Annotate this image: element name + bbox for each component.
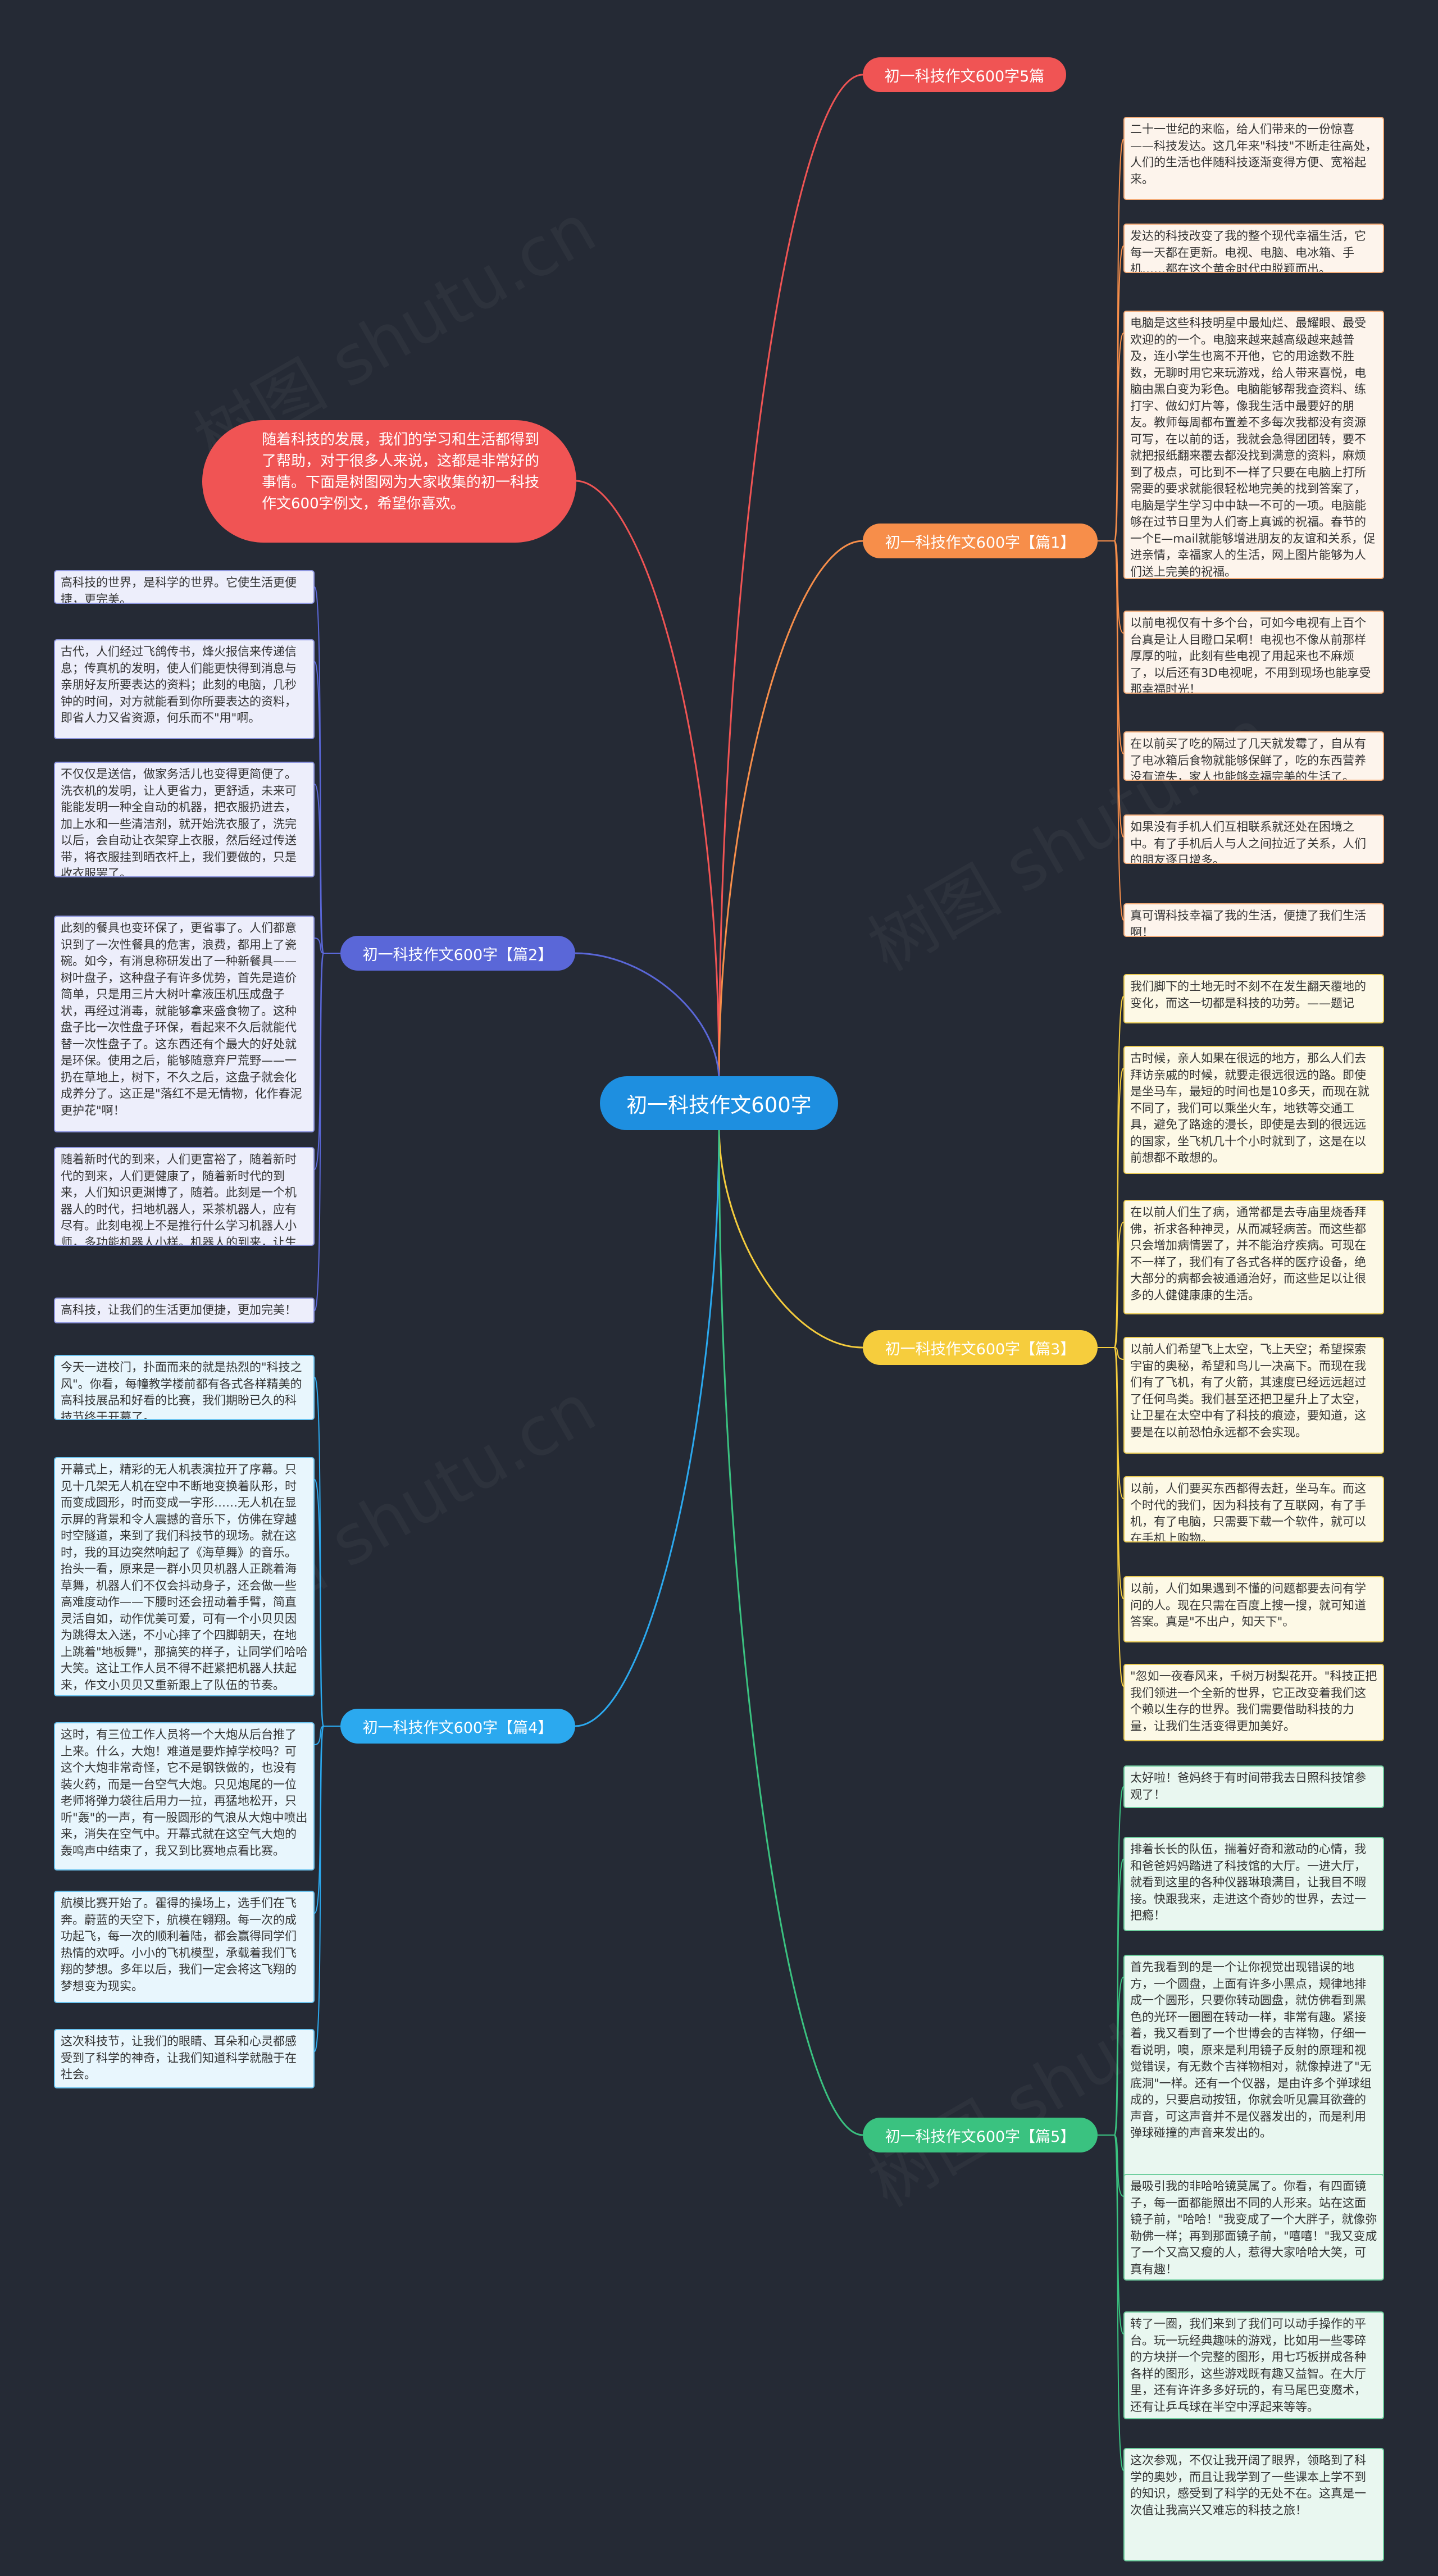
- leaf-note[interactable]: 高科技的世界，是科学的世界。它使生活更便捷，更完美。: [54, 570, 315, 604]
- branch-topic[interactable]: 初一科技作文600字【篇1】: [863, 524, 1098, 558]
- leaf-connector: [1098, 1347, 1124, 1599]
- branch-connector: [718, 1125, 863, 2136]
- leaf-connector: [1098, 2134, 1124, 2471]
- leaf-connector: [1098, 1977, 1124, 2136]
- leaf-note[interactable]: 以前，人们如果遇到不懂的问题都要去问有学问的人。现在只需在百度上搜一搜，就可知道…: [1123, 1576, 1384, 1642]
- branch-connector: [718, 540, 863, 1081]
- leaf-note[interactable]: 真可谓科技幸福了我的生活，便捷了我们生活啊！: [1123, 903, 1384, 937]
- leaf-note[interactable]: 随着新时代的到来，人们更富裕了，随着新时代的到来，人们更健康了，随着新时代的到来…: [54, 1147, 315, 1246]
- leaf-note[interactable]: 太好啦！爸妈终于有时间带我去日照科技馆参观了！: [1123, 1765, 1384, 1808]
- leaf-connector: [1098, 540, 1124, 754]
- branch-topic[interactable]: 初一科技作文600字【篇3】: [863, 1330, 1098, 1365]
- leaf-note[interactable]: 最吸引我的非哈哈镜莫属了。你看，有四面镜子，每一面都能照出不同的人形来。站在这面…: [1123, 2174, 1384, 2281]
- leaf-note[interactable]: 开幕式上，精彩的无人机表演拉开了序幕。只见十几架无人机在空中不断地变换着队形，时…: [54, 1457, 315, 1696]
- leaf-note[interactable]: 在以前人们生了病，通常都是去寺庙里烧香拜佛，祈求各种神灵，从而减轻病苦。而这些都…: [1123, 1200, 1384, 1314]
- branch-topic[interactable]: 初一科技作文600字【篇4】: [340, 1709, 575, 1744]
- leaf-note[interactable]: 以前人们希望飞上太空，飞上天空；希望探索宇宙的奥秘，希望和鸟儿一决高下。而现在我…: [1123, 1337, 1384, 1454]
- leaf-connector: [314, 1726, 340, 1745]
- leaf-note[interactable]: 排着长长的队伍，揣着好奇和激动的心情，我和爸爸妈妈踏进了科技馆的大厅。一进大厅，…: [1123, 1837, 1384, 1931]
- leaf-connector: [314, 1377, 340, 1727]
- leaf-connector: [1098, 1786, 1124, 2136]
- branch-topic[interactable]: 初一科技作文600字【篇2】: [340, 936, 575, 971]
- branch-connector: [718, 74, 863, 1081]
- leaf-note[interactable]: 我们脚下的土地无时不刻不在发生翻天覆地的变化，而这一切都是科技的功劳。——题记: [1123, 974, 1384, 1023]
- leaf-connector: [1098, 1222, 1124, 1348]
- leaf-note[interactable]: 高科技，让我们的生活更加便捷，更加完美！: [54, 1298, 315, 1323]
- leaf-note[interactable]: 不仅仅是送信，做家务活儿也变得更简便了。洗衣机的发明，让人更省力，更舒适，未来可…: [54, 762, 315, 877]
- leaf-note[interactable]: 电脑是这些科技明星中最灿烂、最耀眼、最受欢迎的的一个。电脑来越来越高级越来越普及…: [1123, 311, 1384, 579]
- leaf-connector: [314, 784, 340, 954]
- leaf-connector: [314, 953, 340, 1170]
- leaf-note[interactable]: "忽如一夜春风来，千树万树梨花开。"科技正把我们领进一个全新的世界，它正改变着我…: [1123, 1664, 1384, 1741]
- leaf-note[interactable]: 航模比赛开始了。瞿得的操场上，选手们在飞奔。蔚蓝的天空下，航模在翱翔。每一次的成…: [54, 1891, 315, 2003]
- leaf-connector: [1098, 540, 1124, 634]
- leaf-note[interactable]: 在以前买了吃的隔过了几天就发霉了，自从有了电冰箱后食物就能够保鲜了，吃的东西营养…: [1123, 731, 1384, 781]
- leaf-connector: [1098, 2134, 1124, 2334]
- leaf-note[interactable]: 转了一圈，我们来到了我们可以动手操作的平台。玩一玩经典趣味的游戏，比如用一些零碎…: [1123, 2311, 1384, 2419]
- leaf-connector: [1098, 540, 1124, 838]
- branch-topic[interactable]: 初一科技作文600字5篇: [863, 57, 1066, 92]
- leaf-connector: [1098, 1068, 1124, 1348]
- intro-connector: [576, 480, 720, 1077]
- leaf-connector: [314, 586, 340, 954]
- leaf-note[interactable]: 二十一世纪的来临，给人们带来的一份惊喜——科技发达。这几年来"科技"不断走往高处…: [1123, 117, 1384, 200]
- leaf-note[interactable]: 这时，有三位工作人员将一个大炮从后台推了上来。什么，大炮！难道是要炸掉学校吗？可…: [54, 1722, 315, 1870]
- leaf-connector: [1098, 1347, 1124, 1360]
- leaf-connector: [314, 953, 340, 1311]
- branch-connector: [718, 1125, 863, 1349]
- leaf-connector: [1098, 139, 1124, 541]
- leaf-note[interactable]: 发达的科技改变了我的整个现代幸福生活，它每一天都在更新。电视、电脑、电冰箱、手机…: [1123, 224, 1384, 273]
- leaf-connector: [1098, 996, 1124, 1348]
- leaf-note[interactable]: 这次参观，不仅让我开阔了眼界，领略到了科学的奥妙，而且让我学到了一些课本上学不到…: [1123, 2448, 1384, 2561]
- leaf-connector: [314, 1726, 340, 2052]
- branch-connector: [575, 952, 720, 1081]
- leaf-note[interactable]: 以前电视仅有十多个台，可如今电视有上百个台真是让人目瞪口呆啊！电视也不像从前那样…: [1123, 611, 1384, 694]
- leaf-connector: [1098, 2134, 1124, 2197]
- intro-note[interactable]: 随着科技的发展，我们的学习和生活都得到了帮助，对于很多人来说，这都是非常好的事情…: [202, 420, 576, 543]
- leaf-note[interactable]: 古时候，亲人如果在很远的地方，那么人们去拜访亲戚的时候，就要走很远很远的路。即使…: [1123, 1046, 1384, 1174]
- leaf-note[interactable]: 如果没有手机人们互相联系就还处在困境之中。有了手机后人与人之间拉近了关系，人们的…: [1123, 814, 1384, 864]
- leaf-note[interactable]: 今天一进校门，扑面而来的就是热烈的"科技之风"。你看，每幢教学楼前都有各式各样精…: [54, 1355, 315, 1420]
- leaf-connector: [1098, 540, 1124, 921]
- leaf-note[interactable]: 以前，人们要买东西都得去赶，坐马车。而这个时代的我们，因为科技有了互联网，有了手…: [1123, 1476, 1384, 1542]
- leaf-connector: [314, 937, 340, 954]
- leaf-connector: [314, 1479, 340, 1727]
- leaf-connector: [1098, 1347, 1124, 1687]
- leaf-connector: [1098, 333, 1124, 541]
- leaf-connector: [1098, 245, 1124, 541]
- leaf-note[interactable]: 此刻的餐具也变环保了，更省事了。人们都意识到了一次性餐具的危害，浪费，都用上了瓷…: [54, 916, 315, 1132]
- leaf-connector: [1098, 1347, 1124, 1499]
- branch-topic[interactable]: 初一科技作文600字【篇5】: [863, 2118, 1098, 2152]
- root-topic[interactable]: 初一科技作文600字: [600, 1076, 838, 1130]
- leaf-note[interactable]: 这次科技节，让我们的眼睛、耳朵和心灵都感受到了科学的神奇，让我们知道科学就融于在…: [54, 2029, 315, 2088]
- branch-connector: [575, 1125, 720, 1727]
- leaf-connector: [314, 1726, 340, 1914]
- leaf-note[interactable]: 古代，人们经过飞鸽传书，烽火报信来传递信息；传真机的发明，使人们能更快得到消息与…: [54, 639, 315, 739]
